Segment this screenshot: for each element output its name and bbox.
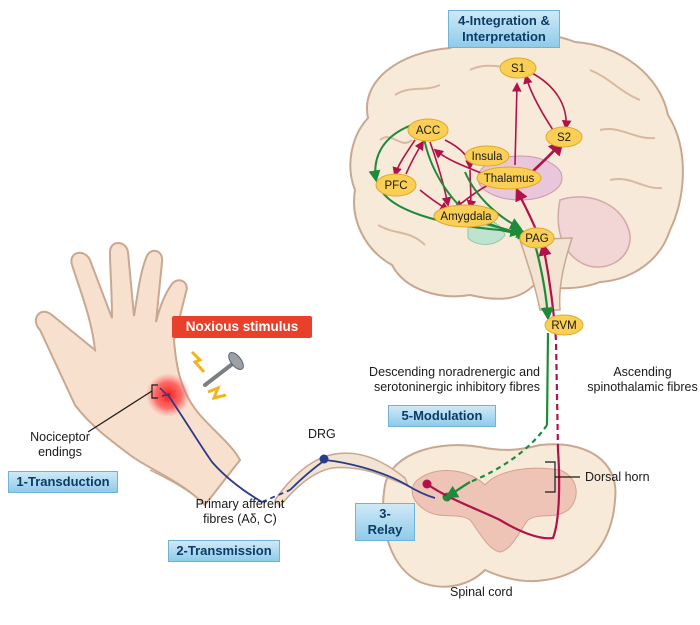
arrow-thalamus-s1 bbox=[512, 82, 522, 166]
stage-integration-line2: Interpretation bbox=[462, 29, 546, 44]
stage-transmission-box: 2-Transmission bbox=[168, 540, 280, 562]
stage-transduction-box: 1-Transduction bbox=[8, 471, 118, 493]
rvm-label: RVM bbox=[551, 320, 576, 332]
primary-afferent-line1: Primary afferent bbox=[195, 497, 285, 511]
green-insula-pag bbox=[464, 171, 523, 230]
amygdala-node bbox=[433, 204, 499, 228]
descending-dashed bbox=[469, 424, 548, 484]
nociceptor-terminal bbox=[159, 387, 171, 397]
arrow-pfc-acc bbox=[405, 140, 425, 175]
descending-fibres-label: Descending noradrenergic and serotoniner… bbox=[330, 365, 540, 395]
arrow-s1-s2 bbox=[529, 71, 572, 130]
lightning-icon-1 bbox=[190, 350, 206, 374]
descending-line1: Descending noradrenergic and bbox=[369, 365, 540, 379]
nociceptor-leader bbox=[87, 390, 153, 433]
ascending-line1: Ascending bbox=[613, 365, 672, 379]
s2-label: S2 bbox=[557, 132, 571, 144]
pag-node bbox=[519, 227, 555, 249]
amygdala-label: Amygdala bbox=[440, 211, 492, 223]
afferent-fibre-central bbox=[289, 459, 436, 499]
acc-node bbox=[407, 118, 449, 142]
arrow-acc-pfc bbox=[392, 139, 416, 177]
spinal-cord-illustration bbox=[382, 443, 617, 588]
afferent-fibre-peripheral bbox=[167, 394, 263, 503]
dorsal-horn-label: Dorsal horn bbox=[585, 470, 650, 484]
arrow-s2-s1 bbox=[523, 74, 554, 131]
arrow-insula-amygdala bbox=[466, 169, 477, 210]
ascending-fibres-label: Ascending spinothalamic fibres bbox=[585, 365, 700, 395]
stage-integration-box: 4-Integration & Interpretation bbox=[448, 10, 560, 48]
insula-node bbox=[464, 145, 510, 167]
nociceptor-line1: Nociceptor bbox=[30, 430, 90, 444]
noxious-stimulus-badge: Noxious stimulus bbox=[172, 316, 312, 338]
spinal-cord-label: Spinal cord bbox=[450, 585, 513, 599]
stage-relay-box: 3-Relay bbox=[355, 503, 415, 541]
s1-label: S1 bbox=[511, 63, 525, 75]
s1-node bbox=[499, 57, 537, 79]
thalamus-label: Thalamus bbox=[484, 173, 535, 185]
drg-cell-body bbox=[319, 454, 329, 464]
pfc-label: PFC bbox=[385, 180, 408, 192]
green-acc-pfc bbox=[368, 124, 413, 183]
thalamus-node bbox=[476, 166, 542, 190]
ascending-fibre-dashed bbox=[554, 339, 560, 451]
drg-label: DRG bbox=[308, 427, 336, 441]
ascending-line2: spinothalamic fibres bbox=[587, 380, 698, 394]
lightning-icon-2 bbox=[207, 385, 227, 401]
brain-illustration bbox=[349, 31, 684, 311]
insula-label: Insula bbox=[472, 151, 503, 163]
rvm-node bbox=[544, 314, 584, 336]
pag-label: PAG bbox=[525, 233, 548, 245]
acc-label: ACC bbox=[416, 125, 440, 137]
s2-node bbox=[545, 126, 583, 148]
primary-afferent-line2: fibres (Aδ, C) bbox=[203, 512, 277, 526]
stage-integration-line1: 4-Integration & bbox=[458, 13, 550, 28]
stage-modulation-box: 5-Modulation bbox=[388, 405, 496, 427]
pfc-node bbox=[375, 173, 417, 197]
arrow-acc-amygdala bbox=[429, 141, 452, 207]
nerve-root bbox=[274, 452, 410, 508]
nociceptor-line2: endings bbox=[38, 445, 82, 459]
descending-line2: serotoninergic inhibitory fibres bbox=[373, 380, 540, 394]
descending-to-interneuron bbox=[444, 481, 471, 499]
primary-afferent-label: Primary afferent fibres (Aδ, C) bbox=[180, 497, 300, 527]
ascending-fibre-spinal bbox=[426, 449, 561, 540]
descending-rvm-spinal bbox=[545, 332, 550, 426]
hand-illustration bbox=[34, 242, 242, 507]
nociceptor-label: Nociceptor endings bbox=[10, 430, 110, 460]
nail-icon bbox=[203, 352, 244, 387]
